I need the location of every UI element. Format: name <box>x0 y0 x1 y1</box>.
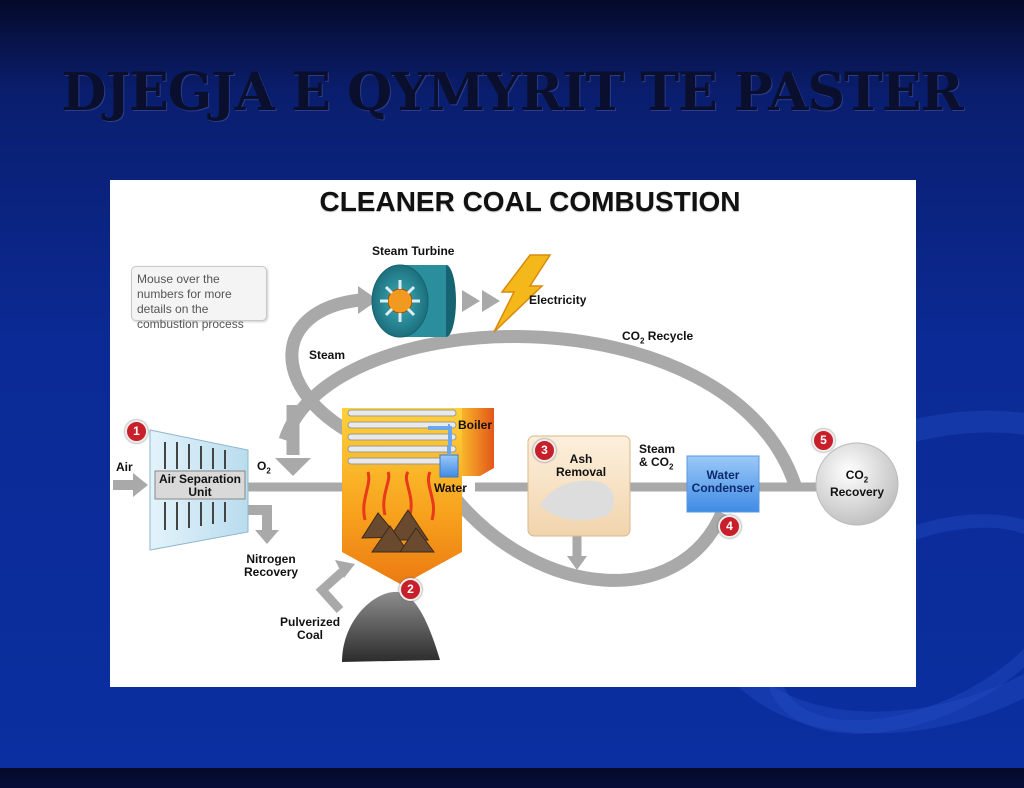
co2-recovery-circle <box>815 442 899 526</box>
o2-arrowhead <box>275 458 311 476</box>
boiler-label: Boiler <box>458 418 493 432</box>
steam-arc <box>285 293 361 441</box>
marker-1-button[interactable]: 1 <box>125 420 148 443</box>
water-label: Water <box>434 481 467 495</box>
electricity-label: Electricity <box>529 293 587 307</box>
air-label: Air <box>116 460 133 474</box>
water-tank <box>439 454 459 478</box>
steam-turbine-label: Steam Turbine <box>372 244 455 258</box>
steam-arrowhead <box>358 286 378 314</box>
o2-label: O2 <box>257 459 271 476</box>
steam-label: Steam <box>309 348 346 362</box>
steam-co2-label: Steam& CO2 <box>639 442 676 472</box>
marker-5-button[interactable]: 5 <box>812 429 835 452</box>
marker-3-button[interactable]: 3 <box>533 439 556 462</box>
pulverized-coal-pile <box>342 591 440 662</box>
water-condenser <box>686 455 760 513</box>
co2-recycle-label: CO2 Recycle <box>622 329 694 346</box>
diagram-title: CLEANER COAL COMBUSTION <box>319 186 741 217</box>
marker-4-button[interactable]: 4 <box>718 515 741 538</box>
instructions-note: Mouse over the numbers for more details … <box>131 266 267 331</box>
diagram-graphics <box>113 254 899 662</box>
marker-2-button[interactable]: 2 <box>399 578 422 601</box>
co2-recycle-arc <box>278 330 802 488</box>
slide-title: DJEGJA E QYMYRIT TE PASTER <box>61 62 963 123</box>
electricity-bolt-icon <box>493 254 552 333</box>
diagram-panel: CLEANER COAL COMBUSTION Mouse over the n… <box>110 180 916 687</box>
